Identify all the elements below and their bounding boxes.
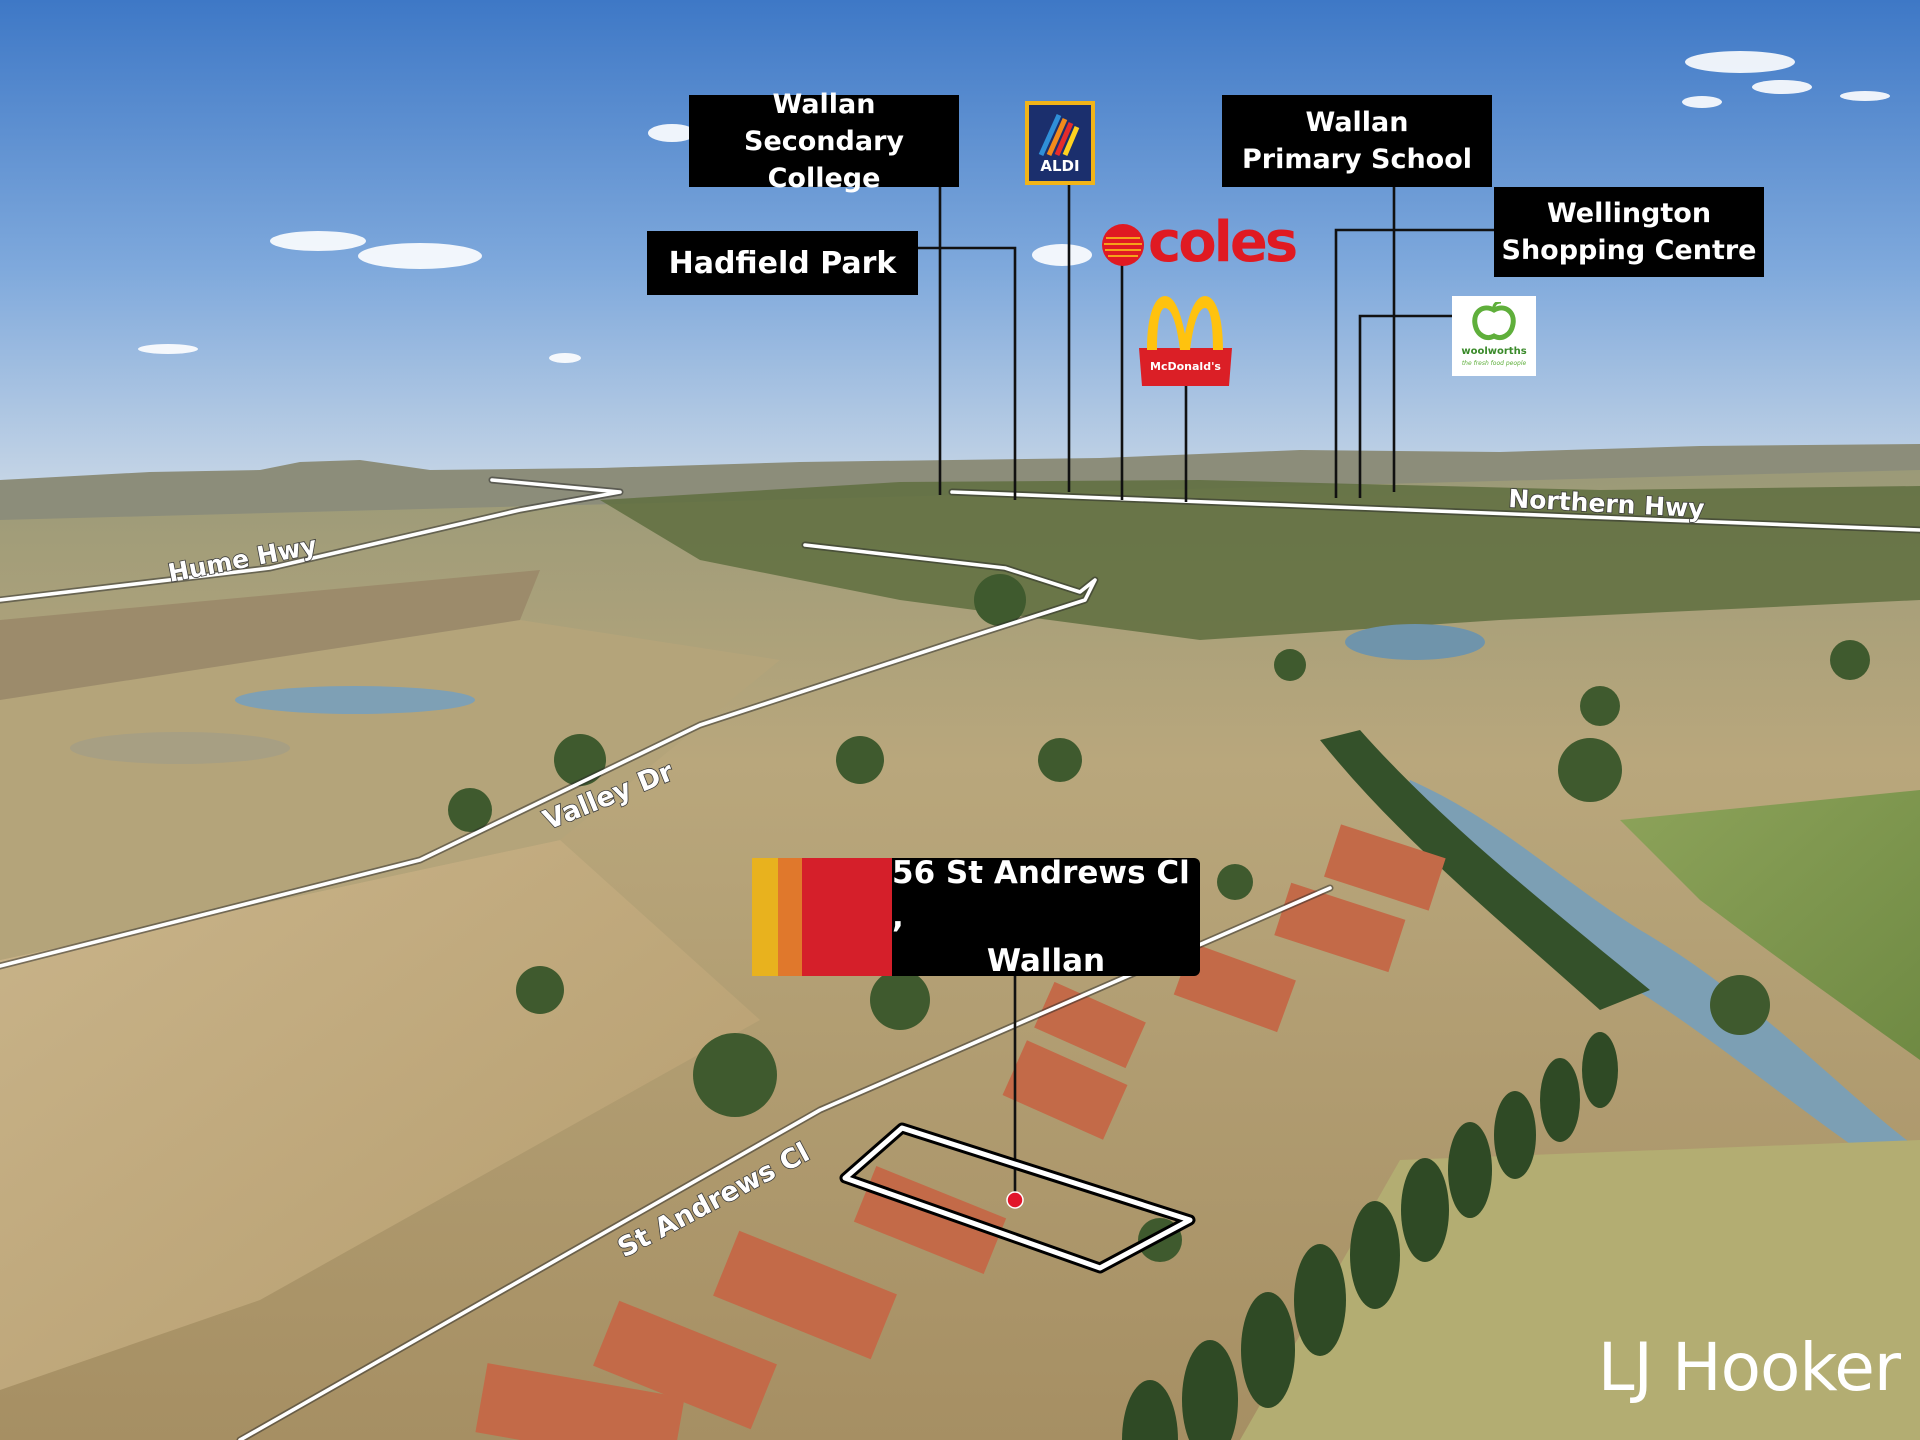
address-line-2: Wallan	[986, 943, 1106, 979]
poi-label-line: Hadfield Park	[668, 245, 897, 281]
road-label-st-andrews-cl: St Andrews Cl	[613, 1137, 815, 1264]
brand-stripe-red	[802, 858, 892, 976]
property-boundary	[839, 1122, 1196, 1274]
mcdonalds-wordmark: McDonald's	[1150, 360, 1221, 373]
poi-label-wallan-secondary-college: Wallan Secondary College	[689, 89, 959, 194]
poi-label-line: Secondary College	[744, 125, 904, 194]
woolworths-logo: woolworths the fresh food people	[1452, 296, 1536, 376]
leader-lines	[918, 183, 1494, 1200]
poi-label-wellington-shopping-centre: Wellington Shopping Centre	[1494, 187, 1764, 277]
leader-hadfield-park	[918, 246, 1017, 500]
poi-label-hadfield-park: Hadfield Park	[647, 231, 918, 295]
lj-hooker-logo: LJ Hooker	[1597, 1329, 1901, 1406]
coles-logo: coles	[1100, 210, 1320, 275]
road-label-hume-hwy: Hume Hwy	[166, 531, 320, 588]
aldi-stripes-icon	[1038, 113, 1080, 157]
mcdonalds-logo: McDonald's	[1139, 294, 1232, 386]
poi-label-line: Primary School	[1241, 144, 1473, 175]
property-marker-dot	[1006, 1191, 1024, 1209]
property-address-label: 56 St Andrews Cl , Wallan	[752, 855, 1200, 979]
brand-stripe-orange	[778, 858, 802, 976]
property-address-text: 56 St Andrews Cl , Wallan	[892, 855, 1200, 979]
brand-stripes	[752, 858, 892, 976]
coles-dot-icon	[1102, 224, 1144, 266]
poi-label-line: Shopping Centre	[1501, 235, 1757, 266]
woolworths-wordmark: woolworths	[1461, 346, 1527, 357]
aldi-logo: ALDI	[1025, 101, 1095, 185]
golden-arches-icon	[1139, 296, 1232, 386]
hume-hwy-line	[0, 478, 622, 602]
woolworths-tagline: the fresh food people	[1461, 360, 1527, 367]
aldi-wordmark: ALDI	[1040, 157, 1080, 175]
poi-label-wallan-primary-school: Wallan Primary School	[1222, 95, 1492, 187]
woolworths-apple-icon	[1472, 302, 1516, 340]
poi-label-line: Wallan	[1305, 107, 1409, 138]
leader-woolworths	[1358, 314, 1452, 498]
leader-wellington	[1334, 228, 1494, 498]
brand-stripe-yellow	[752, 858, 778, 976]
address-line-1: 56 St Andrews Cl ,	[892, 855, 1190, 935]
poi-label-line: Wallan	[772, 88, 876, 120]
northern-hwy-line	[950, 490, 1920, 532]
poi-label-line: Wellington	[1546, 198, 1712, 229]
valley-dr-line	[0, 543, 1097, 968]
coles-wordmark: coles	[1148, 210, 1298, 275]
